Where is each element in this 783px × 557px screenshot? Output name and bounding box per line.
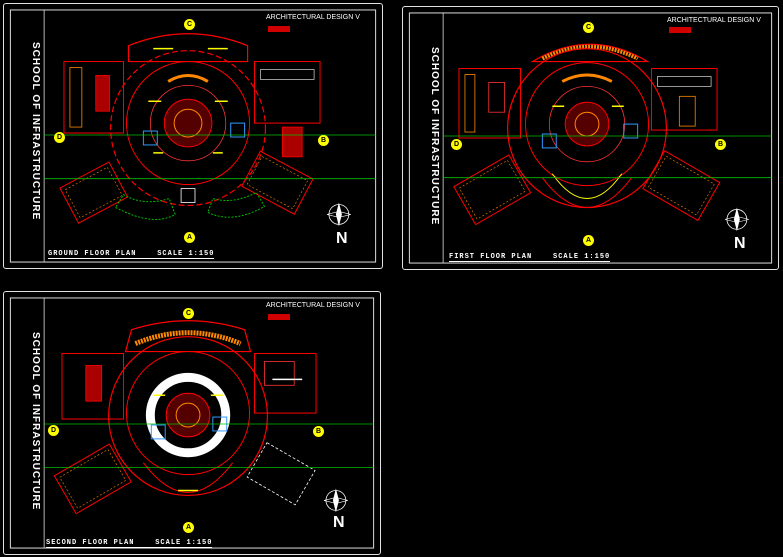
plan-label: GROUND FLOOR PLAN SCALE 1:150 — [48, 250, 215, 259]
grid-label-right: B — [313, 426, 324, 437]
sheet-title: ARCHITECTURAL DESIGN V — [266, 302, 360, 309]
school-name: SCHOOL OF INFRASTRUCTURE — [30, 42, 41, 221]
plan-scale: SCALE 1:150 — [553, 253, 611, 261]
grid-label-bottom: A — [583, 235, 594, 246]
north-arrow-label: N — [333, 514, 345, 531]
grid-label-left: D — [451, 139, 462, 150]
grid-label-bottom: A — [184, 232, 195, 243]
first-floor-sheet: ARCHITECTURAL DESIGN V SCHOOL OF INFRAST… — [402, 6, 779, 270]
grid-label-right: B — [715, 139, 726, 150]
red-title-tag — [669, 27, 691, 33]
school-name: SCHOOL OF INFRASTRUCTURE — [429, 47, 440, 226]
school-name: SCHOOL OF INFRASTRUCTURE — [30, 332, 41, 511]
grid-label-left: D — [54, 132, 65, 143]
ground-floor-plan-drawing — [9, 9, 377, 263]
plan-label: FIRST FLOOR PLAN SCALE 1:150 — [449, 253, 611, 262]
sheet-title: ARCHITECTURAL DESIGN V — [667, 17, 761, 24]
north-arrow-label: N — [734, 235, 746, 252]
sheet-title: ARCHITECTURAL DESIGN V — [266, 14, 360, 21]
grid-label-right: B — [318, 135, 329, 146]
grid-label-top: C — [184, 19, 195, 30]
plan-name: FIRST FLOOR PLAN — [449, 253, 533, 261]
grid-label-top: C — [583, 22, 594, 33]
plan-scale: SCALE 1:150 — [157, 250, 215, 258]
first-floor-plan-drawing — [408, 12, 773, 264]
plan-label: SECOND FLOOR PLAN SCALE 1:150 — [46, 539, 213, 548]
plan-scale: SCALE 1:150 — [155, 539, 213, 547]
north-arrow-label: N — [336, 230, 348, 247]
plan-name: SECOND FLOOR PLAN — [46, 539, 135, 547]
grid-label-top: C — [183, 308, 194, 319]
ground-floor-sheet: ARCHITECTURAL DESIGN V SCHOOL OF INFRAST… — [3, 3, 383, 269]
second-floor-sheet: ARCHITECTURAL DESIGN V SCHOOL OF INFRAST… — [3, 291, 381, 555]
second-floor-plan-drawing — [9, 297, 375, 549]
red-title-tag — [268, 26, 290, 32]
grid-label-bottom: A — [183, 522, 194, 533]
red-title-tag — [268, 314, 290, 320]
grid-label-left: D — [48, 425, 59, 436]
plan-name: GROUND FLOOR PLAN — [48, 250, 137, 258]
